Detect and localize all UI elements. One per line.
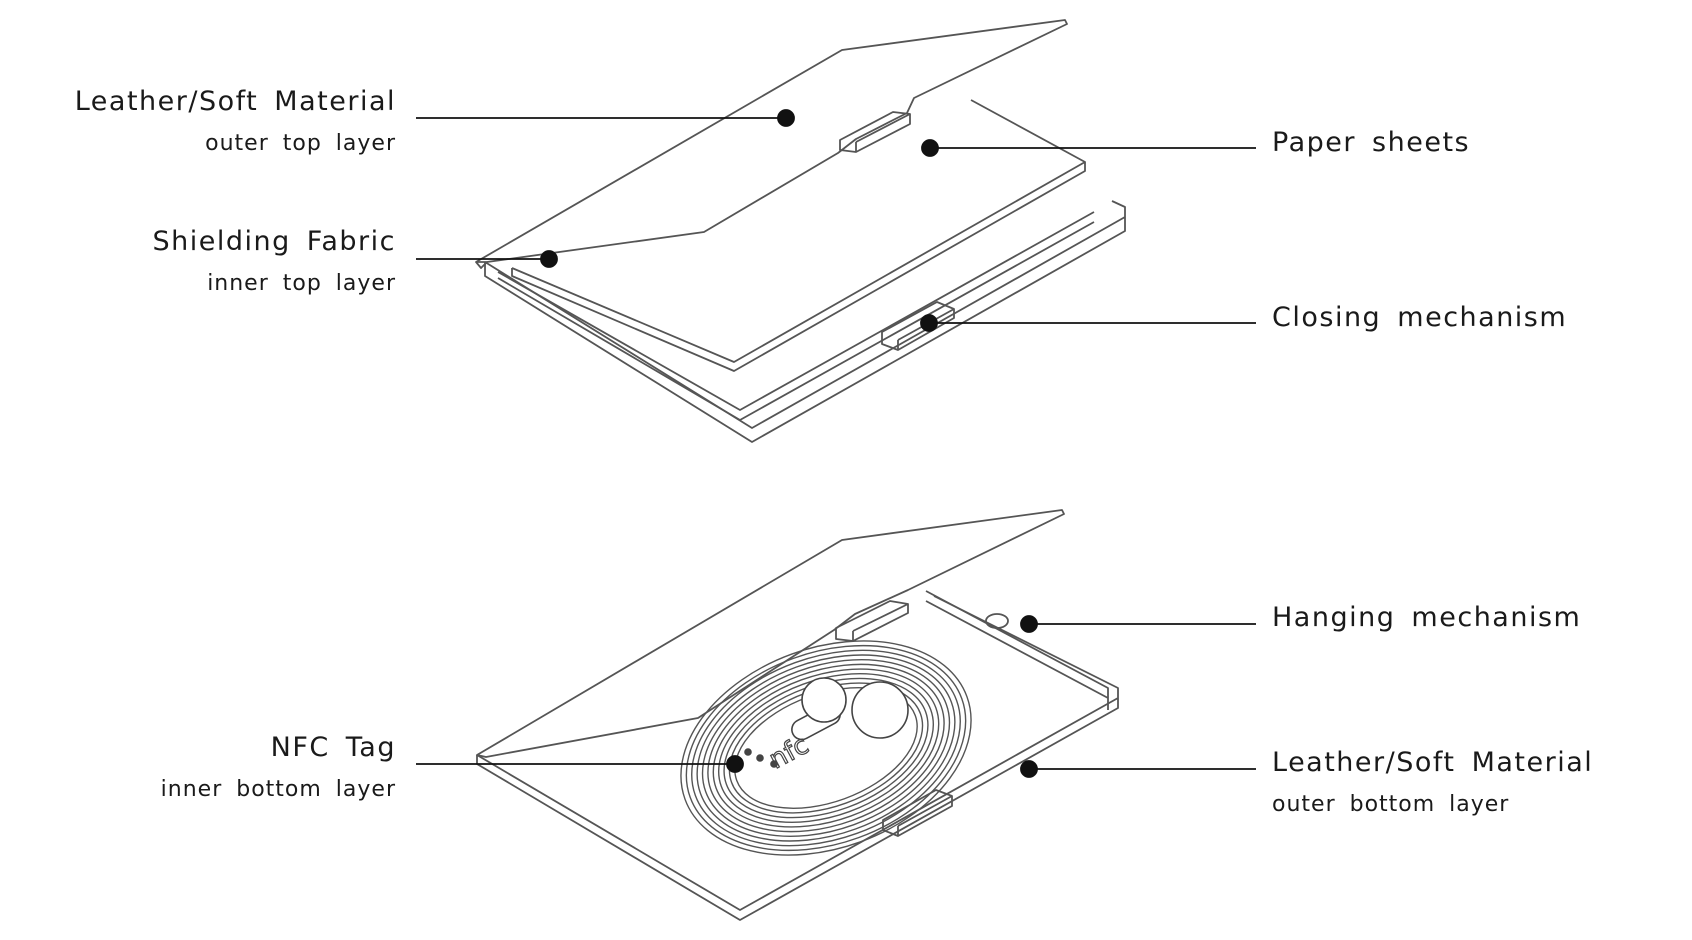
nfc-coil-ring	[696, 654, 956, 842]
bottom-wallet-lid	[476, 509, 1065, 758]
label-shielding-fabric-title: Shielding Fabric	[152, 226, 396, 257]
label-nfc-tag-title: NFC Tag	[270, 732, 396, 763]
label-closing-mechanism-title: Closing mechanism	[1272, 302, 1568, 333]
nfc-tag-coil	[680, 640, 972, 856]
bottom-wallet-hinge-tab	[835, 600, 909, 642]
label-hanging-mechanism-title: Hanging mechanism	[1272, 602, 1582, 633]
bottom-wallet-closing-latch	[882, 789, 953, 837]
top-wallet-paper-sheets	[511, 99, 1086, 372]
label-nfc-tag-subtitle: inner bottom layer	[160, 777, 396, 802]
nfc-coil-ring	[707, 663, 945, 833]
marker-leather-bottom	[1020, 760, 1038, 778]
nfc-coil-ring	[717, 673, 935, 823]
label-leather-top-title: Leather/Soft Material	[74, 86, 396, 117]
marker-hanging-mechanism	[1020, 615, 1038, 633]
label-paper-sheets-title: Paper sheets	[1272, 127, 1471, 158]
top-wallet-hinge-tab	[839, 111, 911, 153]
marker-nfc-tag	[726, 755, 744, 773]
marker-paper-sheets	[921, 139, 939, 157]
nfc-tag-logo: nfc	[744, 677, 909, 776]
bottom-wallet-illustration	[476, 509, 1119, 921]
top-wallet-inner-plates	[497, 211, 1095, 421]
label-leather-bottom-title: Leather/Soft Material	[1272, 747, 1594, 778]
top-wallet-illustration	[475, 19, 1126, 443]
label-leather-top-subtitle: outer top layer	[205, 131, 396, 156]
bottom-wallet-base	[476, 595, 1119, 921]
label-leather-bottom-subtitle: outer bottom layer	[1272, 792, 1510, 817]
top-wallet-closing-latch	[881, 301, 955, 351]
marker-shielding-fabric	[540, 250, 558, 268]
top-wallet-lid-edge	[475, 261, 488, 269]
marker-leather-top	[777, 109, 795, 127]
nfc-coil-ring	[712, 668, 940, 828]
marker-closing-mechanism	[920, 314, 938, 332]
top-wallet-back-cover	[484, 200, 1126, 443]
hanging-ring	[985, 613, 1009, 629]
label-shielding-fabric-subtitle: inner top layer	[207, 271, 396, 296]
nfc-coil-ring	[680, 640, 972, 856]
nfc-coil-ring	[701, 659, 951, 837]
nfc-coil-ring	[691, 649, 961, 847]
top-wallet-lid	[475, 19, 1068, 263]
nfc-coil-ring	[685, 644, 967, 852]
leader-lines	[416, 109, 1256, 778]
